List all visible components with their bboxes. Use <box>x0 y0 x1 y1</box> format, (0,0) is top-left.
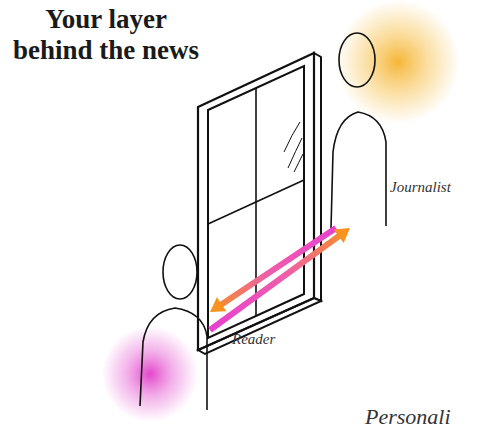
arrow-shaft <box>219 228 336 306</box>
journalist-head <box>339 33 375 87</box>
arrow-head <box>334 228 350 243</box>
glass-glare <box>284 122 303 172</box>
journalist-glow <box>336 0 460 124</box>
arrow-connector <box>210 228 350 330</box>
reader-glow <box>102 326 198 422</box>
reader-body <box>140 308 207 410</box>
arrow-head <box>210 297 226 312</box>
heading: Your layer behind the news <box>8 4 204 66</box>
journalist-body <box>331 112 386 228</box>
reader-head <box>163 245 197 299</box>
window-transom <box>208 180 304 224</box>
figure-label: Journalist <box>390 178 451 196</box>
cut-off-caption: Personali <box>365 404 451 430</box>
figure-node: Journalist <box>330 24 386 228</box>
figure-label: Reader <box>232 330 275 348</box>
arrow-shaft <box>210 234 341 330</box>
figure-node: Reader <box>138 244 210 412</box>
window-frame <box>198 53 314 350</box>
arrow-connector <box>210 228 336 312</box>
